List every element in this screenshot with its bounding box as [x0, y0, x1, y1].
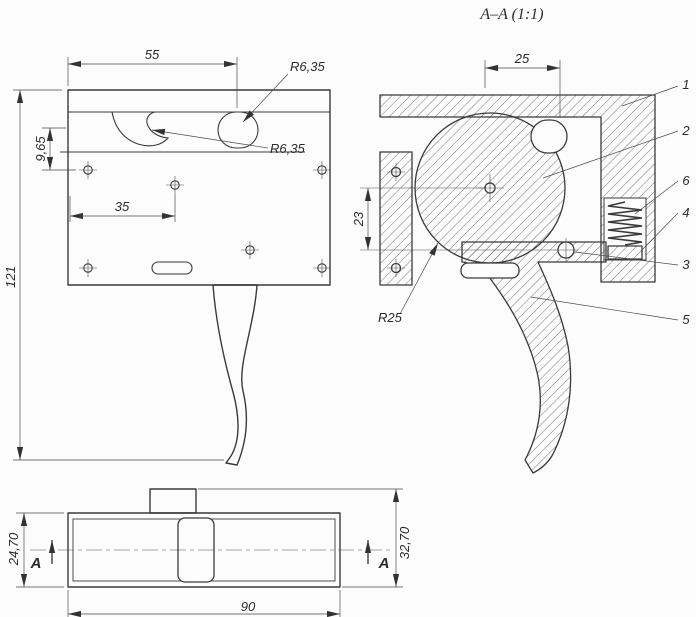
- radius-callout-top: R6,35: [242, 59, 325, 123]
- section-view: 25 23 R25 1 2 6 4 3 5: [351, 51, 690, 474]
- housing-body-outline: [67, 89, 331, 286]
- cocking-slot-section: [530, 119, 568, 154]
- dim-121-label: 121: [3, 266, 18, 288]
- dim-32-70-label: 32,70: [397, 526, 412, 559]
- part-callouts: 1 2 6 4 3 5: [530, 77, 690, 327]
- hole: [313, 161, 331, 179]
- callout-1: 1: [682, 77, 689, 92]
- dim-55: 55: [67, 47, 238, 108]
- section-arrow-right: A: [364, 540, 390, 572]
- hole: [79, 259, 97, 277]
- dim-24-70: 24,70: [6, 512, 64, 588]
- callout-5: 5: [682, 312, 690, 327]
- bottom-view: A A 24,70 32,70 90: [6, 488, 412, 617]
- side-view: 55 R6,35 R6,35 9,65 35: [3, 47, 331, 466]
- pivot-pin: [554, 238, 578, 262]
- cocking-slot: [217, 111, 259, 149]
- sear-bar: [460, 262, 520, 279]
- radius-top-label: R6,35: [290, 59, 325, 74]
- section-arrow-left: A: [30, 540, 56, 572]
- mounting-holes: [79, 161, 331, 277]
- dim-9-65-label: 9,65: [33, 136, 48, 162]
- dim-25: 25: [484, 51, 561, 118]
- radius-hook-label: R6,35: [270, 141, 305, 156]
- dim-55-label: 55: [145, 47, 160, 62]
- hole: [313, 259, 331, 277]
- adjustment-screw: [607, 245, 643, 260]
- dim-24-70-label: 24,70: [6, 532, 21, 566]
- hole: [241, 241, 259, 259]
- callout-3: 3: [682, 257, 690, 272]
- trigger-blade-side: [212, 284, 258, 466]
- dim-35-label: 35: [115, 199, 130, 214]
- dim-121: 121: [3, 89, 224, 461]
- callout-2: 2: [681, 123, 690, 138]
- dim-23: 23: [351, 187, 556, 251]
- hole: [166, 176, 184, 194]
- wall-hole: [387, 259, 405, 277]
- callout-4: 4: [682, 205, 689, 220]
- radius-callout-hook: R6,35: [151, 128, 305, 156]
- section-label-right: A: [378, 555, 390, 572]
- top-tab: [149, 488, 197, 514]
- radius-callout-r25: R25: [378, 242, 439, 325]
- dim-23-label: 23: [351, 211, 366, 227]
- sear-hook-profile: [111, 111, 170, 147]
- callout-6: 6: [682, 173, 690, 188]
- dim-90-label: 90: [241, 599, 256, 614]
- wall-hole: [387, 163, 405, 181]
- dim-25-label: 25: [514, 51, 530, 66]
- trigger-section: [461, 241, 607, 474]
- spring: [607, 201, 643, 246]
- hole: [79, 161, 97, 179]
- dim-32-70: 32,70: [198, 488, 412, 588]
- section-label-left: A: [30, 555, 42, 572]
- radius-r25-label: R25: [378, 310, 403, 325]
- dim-35: 35: [69, 194, 176, 222]
- dim-9-65: 9,65: [33, 127, 76, 171]
- adjustment-slot: [151, 261, 193, 275]
- dim-90: 90: [67, 590, 341, 617]
- housing-section: [379, 94, 656, 283]
- section-view-title: A–A (1:1): [479, 6, 543, 23]
